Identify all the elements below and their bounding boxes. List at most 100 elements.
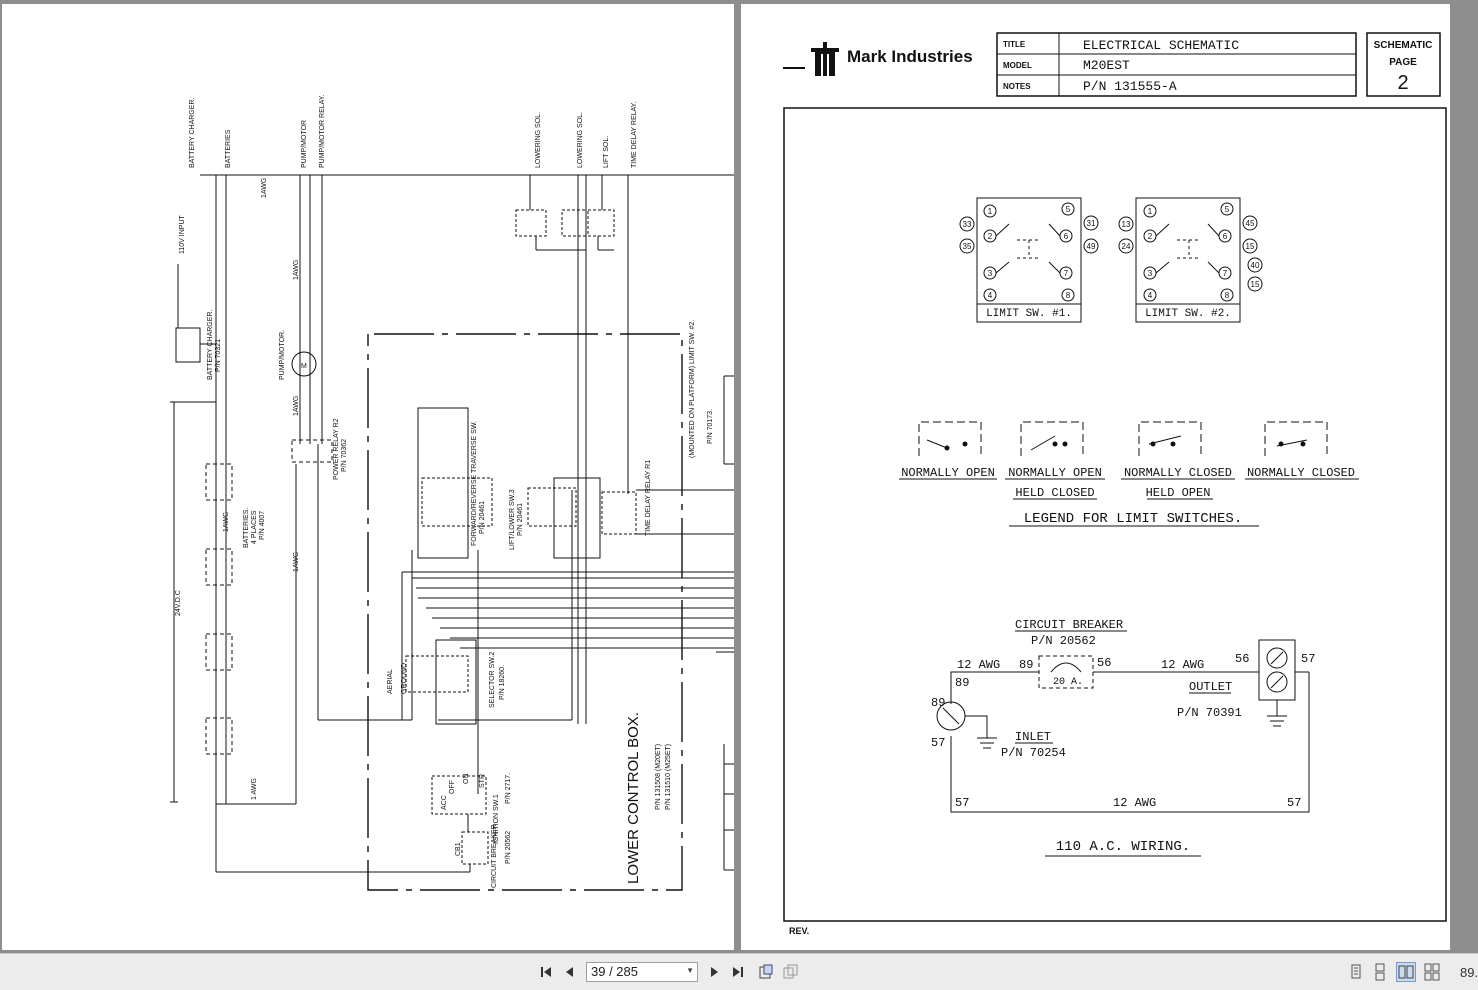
legend-symbols (918, 421, 1328, 456)
label-limit-sw2-note: (MOUNTED ON PLATFORM) LIMIT SW. #2. (689, 320, 696, 458)
first-page-icon[interactable] (536, 962, 556, 982)
last-page-icon[interactable] (728, 962, 748, 982)
continuous-icon[interactable] (1370, 962, 1390, 982)
chevron-down-icon[interactable]: ▼ (686, 966, 694, 975)
page-indicator: 39 / 285 (591, 964, 638, 979)
next-page-icon[interactable] (704, 962, 724, 982)
ac-wire-89a: 89 (955, 676, 969, 690)
single-page-icon[interactable] (1346, 962, 1366, 982)
ac-awg-top-left: 12 AWG (957, 658, 1000, 672)
ac-inlet-pn: P/N 70254 (1001, 746, 1066, 760)
prev-page-icon[interactable] (560, 962, 580, 982)
notes-label: NOTES (1003, 82, 1031, 91)
label-awg-6: 1 AWG (251, 778, 258, 800)
ls1-out-49: 49 (1087, 242, 1096, 251)
label-box-pn-1: P/N 131508 (M20ET) (655, 744, 662, 810)
label-pump-motor-name: PUMP/MOTOR. (279, 330, 286, 380)
label-awg-4: 1AWG (293, 552, 300, 572)
ac-breaker-pn: P/N 20562 (1031, 634, 1096, 648)
label-battery-charger: BATTERY CHARGER. (189, 98, 196, 168)
legend-item-2-line2: HELD CLOSED (1015, 486, 1094, 500)
title-label: TITLE (1003, 40, 1026, 49)
ls2-label: LIMIT SW. #2. (1145, 308, 1231, 320)
ac-wiring-title: 110 A.C. WIRING. (1056, 839, 1190, 855)
label-limit-sw2-pn: P/N 70173. (707, 409, 714, 444)
label-batteries-count: 4 PLACES (251, 510, 258, 544)
label-voltage: 24V.D.C (175, 590, 182, 616)
ls1-num-7: 7 (1064, 269, 1069, 278)
bookmark-icon[interactable] (756, 962, 776, 982)
model-label: MODEL (1003, 61, 1032, 70)
ls2-num-5: 5 (1225, 205, 1230, 214)
pdf-page-right: Mark Industries TITLE ELECTRICAL SCHEMAT… (741, 4, 1450, 950)
ls1-num-3: 3 (988, 269, 993, 278)
label-pump-motor: PUMP/MOTOR (301, 120, 308, 168)
label-awg-3: 1AWG (293, 396, 300, 416)
label-lower-control-box: LOWER CONTROL BOX. (625, 712, 642, 884)
page-label: PAGE (1389, 57, 1417, 68)
ac-wiring-diagram (936, 639, 1310, 813)
label-charger-pn: P/N 70321 (215, 339, 222, 372)
ac-breaker-rating: 20 A. (1053, 677, 1083, 688)
ls1-num-4: 4 (988, 291, 993, 300)
label-forward-reverse: FORWARD/REVERSE TRAVERSE SW. (471, 421, 478, 546)
two-page-icon[interactable] (1396, 962, 1416, 982)
ls2-num-8: 8 (1225, 291, 1230, 300)
ac-wire-57c: 57 (955, 796, 969, 810)
mark-industries-logo-icon (783, 42, 839, 76)
ls2-num-3: 3 (1148, 269, 1153, 278)
label-selector: SELECTOR SW.2 (489, 652, 496, 708)
label-time-delay: TIME DELAY RELAY R1 (645, 460, 652, 536)
left-schematic-drawing: BATTERY CHARGER. BATTERIES PUMP/MOTOR PU… (170, 94, 734, 891)
ac-outlet-label: OUTLET (1189, 680, 1232, 694)
label-lift-sol: LIFT SOL. (603, 136, 610, 168)
label-power-relay-pn: P/N 70362 (341, 439, 348, 472)
zoom-level[interactable]: 89. (1460, 965, 1478, 980)
ls2-num-4: 4 (1148, 291, 1153, 300)
label-ign-str: STR (479, 774, 486, 788)
two-page-continuous-icon[interactable] (1422, 962, 1442, 982)
label-awg-1: 1AWG (261, 178, 268, 198)
company-name: Mark Industries (847, 47, 973, 66)
ac-wire-56a: 56 (1097, 656, 1111, 670)
copy-icon[interactable] (780, 962, 800, 982)
label-ignition-pn: P/N 2717. (505, 773, 512, 804)
ls1-num-5: 5 (1066, 205, 1071, 214)
schematic-label: SCHEMATIC (1374, 40, 1433, 51)
limit-switch-1-diagram (959, 197, 1099, 323)
label-ign-off: OFF (449, 780, 456, 794)
ac-wire-89b: 89 (931, 696, 945, 710)
pdf-page-left: BATTERY CHARGER. BATTERIES PUMP/MOTOR PU… (2, 4, 734, 950)
label-time-delay-relay: TIME DELAY RELAY. (631, 102, 638, 168)
ls2-out-24: 24 (1122, 242, 1131, 251)
legend-item-2-line1: NORMALLY OPEN (1008, 466, 1102, 480)
drawing-frame (783, 107, 1447, 922)
ac-outlet-pn: P/N 70391 (1177, 706, 1242, 720)
label-batteries: BATTERIES (225, 129, 232, 168)
label-charger-name: BATTERY CHARGER. (207, 310, 214, 380)
ls2-out-13: 13 (1122, 220, 1131, 229)
label-cb1: CB1 (455, 842, 462, 856)
ac-wire-56b: 56 (1235, 652, 1249, 666)
legend-title: LEGEND FOR LIMIT SWITCHES. (1024, 511, 1242, 527)
ac-wire-57b: 57 (931, 736, 945, 750)
ls1-num-8: 8 (1066, 291, 1071, 300)
ls1-num-2: 2 (988, 232, 993, 241)
label-box-pn-2: P/N 131510 (M25ET) (665, 744, 672, 810)
label-ignition: IGNITION SW.1 (493, 794, 500, 844)
label-ign-on: ON (463, 774, 470, 785)
legend-item-1-line1: NORMALLY OPEN (901, 466, 995, 480)
ls2-out-40: 40 (1251, 261, 1260, 270)
ac-inlet-label: INLET (1015, 730, 1051, 744)
ac-wire-57d: 57 (1287, 796, 1301, 810)
legend-item-4-line1: NORMALLY CLOSED (1247, 466, 1355, 480)
limit-switch-2-diagram (1118, 197, 1263, 323)
label-lowering-sol-2: LOWERING SOL. (577, 112, 584, 168)
page-number-input[interactable]: 39 / 285 ▼ (586, 962, 698, 982)
rev-label: REV. (789, 926, 809, 936)
ls2-out-15b: 15 (1251, 280, 1260, 289)
legend-item-3-line2: HELD OPEN (1146, 486, 1211, 500)
ac-wire-89c: 89 (1019, 658, 1033, 672)
label-selector-pn: P/N 18260. (499, 665, 506, 700)
viewer-toolbar: 39 / 285 ▼ 89. (0, 953, 1478, 990)
